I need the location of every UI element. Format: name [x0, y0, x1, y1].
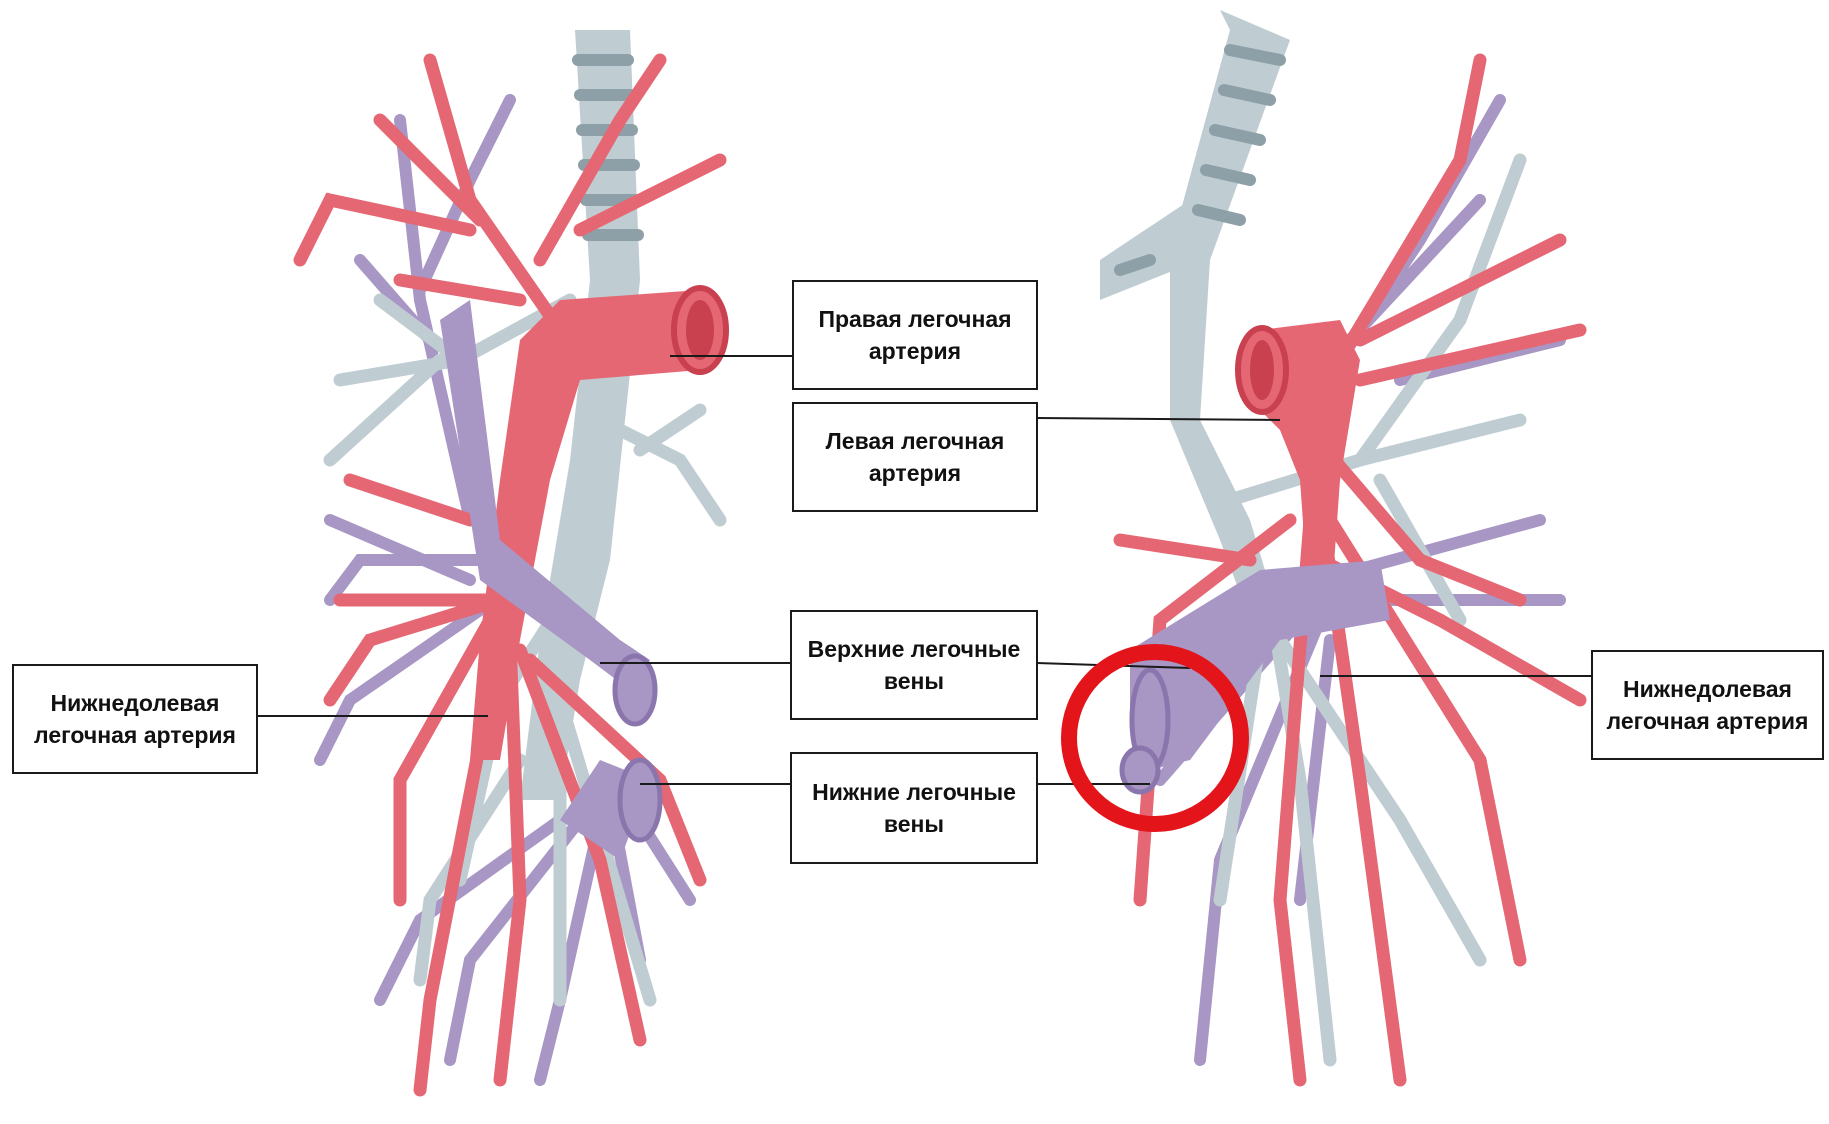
label-superior-pulmonary-veins: Верхние легочные вены — [790, 610, 1038, 720]
label-line-2: легочная артерия — [1607, 705, 1809, 737]
label-left-pulmonary-artery: Левая легочная артерия — [792, 402, 1038, 512]
label-lower-lobe-artery-right: Нижнедолевая легочная артерия — [1591, 650, 1824, 760]
leader-left-pulmonary-artery — [1037, 418, 1280, 420]
label-line-1: Левая легочная — [826, 425, 1005, 457]
label-line-1: Нижнедолевая — [1623, 673, 1792, 705]
label-line-1: Нижнедолевая — [51, 687, 220, 719]
label-right-pulmonary-artery: Правая легочная артерия — [792, 280, 1038, 390]
label-line-2: вены — [884, 808, 944, 840]
label-inferior-pulmonary-veins: Нижние легочные вены — [790, 752, 1038, 864]
label-line-2: артерия — [869, 457, 961, 489]
right-lung-hilum — [300, 30, 726, 1090]
label-line-2: артерия — [869, 335, 961, 367]
label-line-1: Правая легочная — [818, 303, 1011, 335]
label-line-1: Нижние легочные — [812, 776, 1016, 808]
left-lung-hilum — [1100, 10, 1580, 1080]
label-line-2: легочная артерия — [34, 719, 236, 751]
label-line-1: Верхние легочные — [808, 633, 1021, 665]
label-line-2: вены — [884, 665, 944, 697]
label-lower-lobe-artery-left: Нижнедолевая легочная артерия — [12, 664, 258, 774]
